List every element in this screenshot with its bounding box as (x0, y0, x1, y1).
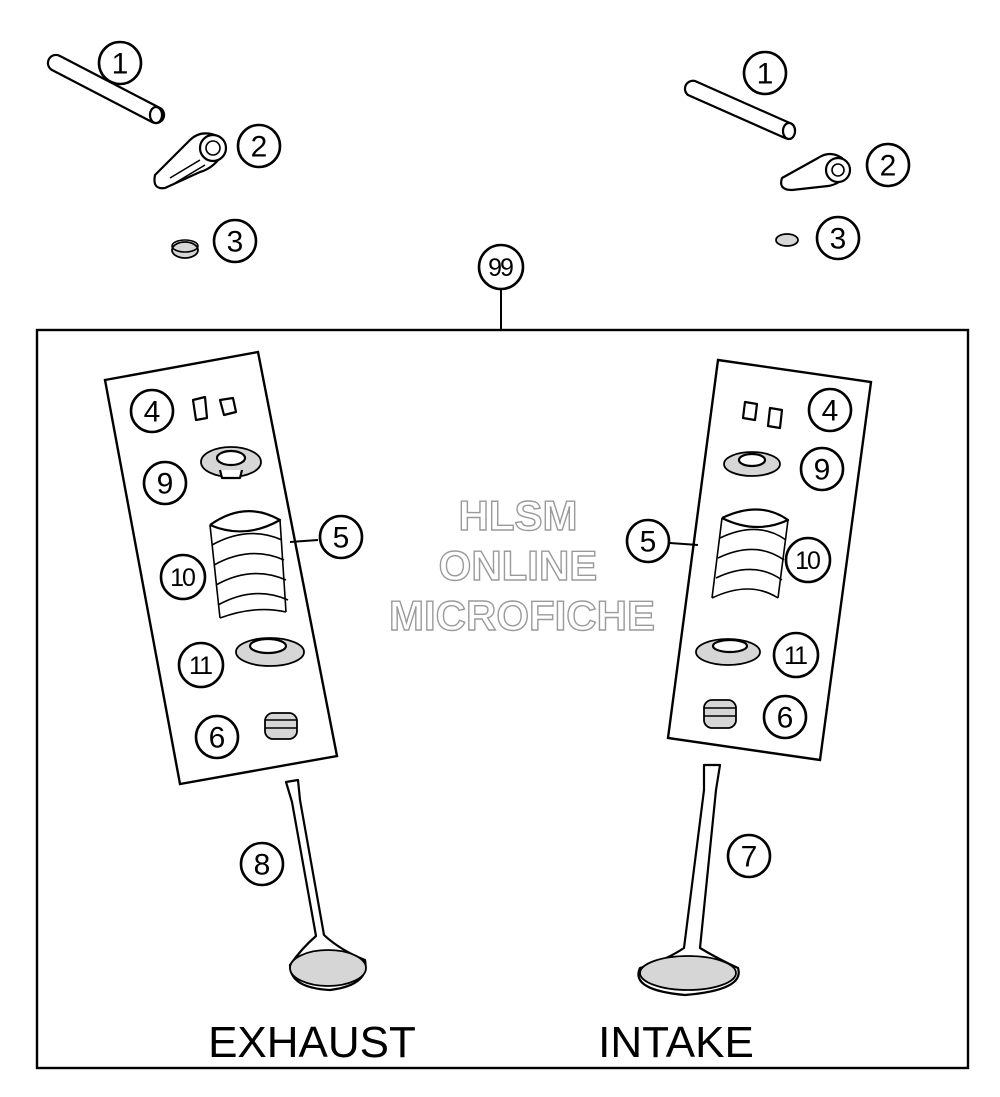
svg-text:11: 11 (189, 652, 212, 680)
intake-label: INTAKE (598, 1018, 754, 1067)
rocker-shaft-left (46, 53, 166, 125)
intake-valve (637, 763, 740, 997)
rocker-arm-left (153, 132, 228, 190)
rocker-shaft-right (683, 79, 797, 141)
intake-kit-panel (666, 358, 873, 762)
callout-99: 99 (477, 243, 525, 291)
svg-text:5: 5 (640, 526, 657, 559)
watermark: HLSM ONLINE MICROFICHE (388, 491, 655, 639)
callout-2-right: 2 (865, 142, 911, 188)
exhaust-kit-panel (103, 350, 339, 786)
callout-11-left: 11 (177, 641, 225, 689)
valve-stem-seal-left (264, 712, 298, 740)
svg-text:7: 7 (741, 841, 758, 874)
callout-1-left: 1 (97, 40, 143, 86)
callout-7: 7 (726, 833, 772, 879)
svg-text:2: 2 (880, 150, 897, 183)
svg-text:3: 3 (227, 226, 244, 259)
svg-text:9: 9 (157, 468, 174, 501)
svg-text:5: 5 (333, 522, 350, 555)
svg-text:11: 11 (784, 642, 807, 670)
svg-text:2: 2 (251, 131, 268, 164)
spring-seat-left (235, 637, 305, 667)
callout-3-left: 3 (212, 218, 258, 264)
callout-10-left: 10 (159, 553, 207, 601)
svg-text:6: 6 (209, 722, 226, 755)
callout-11-right: 11 (772, 631, 820, 679)
watermark-line-1: HLSM (459, 492, 578, 539)
callout-1-right: 1 (742, 50, 788, 96)
callout-6-left: 6 (194, 714, 240, 760)
valve-spring-left (209, 510, 289, 619)
svg-text:10: 10 (795, 547, 820, 575)
svg-text:4: 4 (144, 396, 161, 429)
callout-5-right: 5 (625, 518, 671, 564)
valve-pad-left (171, 239, 199, 259)
valve-assembly-frame (35, 328, 970, 1070)
callout-10-right: 10 (784, 536, 832, 584)
valve-keepers-left (191, 395, 238, 422)
spring-seat-right (695, 638, 761, 666)
watermark-line-2: ONLINE (439, 542, 598, 589)
svg-text:6: 6 (777, 702, 794, 735)
exhaust-label: EXHAUST (208, 1018, 416, 1067)
callout-8: 8 (239, 841, 285, 887)
svg-text:8: 8 (254, 849, 271, 882)
valve-spring-right (711, 508, 790, 599)
svg-text:1: 1 (757, 58, 774, 91)
spring-retainer-right (723, 451, 781, 477)
spring-retainer-left (200, 446, 262, 480)
callout-4-right: 4 (807, 387, 853, 433)
svg-text:99: 99 (488, 254, 513, 282)
callout-9-left: 9 (142, 460, 188, 506)
callout-6-right: 6 (762, 694, 808, 740)
valve-keepers-right (741, 400, 784, 430)
svg-text:3: 3 (830, 223, 847, 256)
watermark-line-3: MICROFICHE (389, 592, 655, 639)
svg-text:10: 10 (170, 564, 195, 592)
callout-5-left: 5 (318, 514, 364, 560)
callout-2-left: 2 (236, 123, 282, 169)
svg-text:9: 9 (814, 454, 831, 487)
valve-pad-right (775, 233, 799, 247)
valve-stem-seal-right (703, 699, 737, 729)
callout-4-left: 4 (129, 388, 175, 434)
rocker-arm-right (780, 152, 852, 192)
svg-text:1: 1 (112, 48, 129, 81)
callout-9-right: 9 (799, 446, 845, 492)
svg-text:4: 4 (822, 395, 839, 428)
callout-3-right: 3 (815, 215, 861, 261)
exhaust-valve (284, 778, 367, 992)
